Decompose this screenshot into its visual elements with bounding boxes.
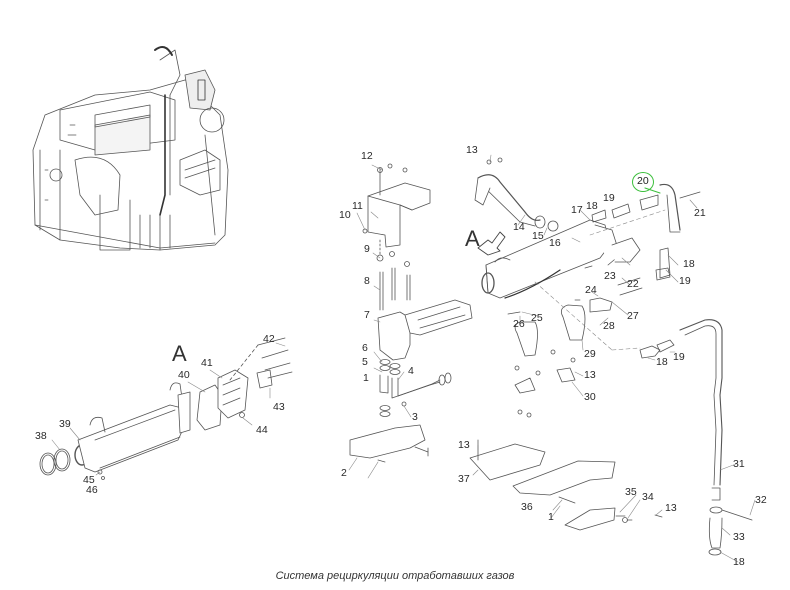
callout-11[interactable]: 11 (352, 200, 363, 212)
callout-13-clamp[interactable]: 13 (584, 369, 596, 381)
callout-18-right[interactable]: 18 (683, 258, 695, 270)
view-a-arrow (478, 232, 505, 255)
callout-27[interactable]: 27 (627, 310, 639, 322)
callout-14[interactable]: 14 (513, 221, 525, 233)
callout-37[interactable]: 37 (458, 473, 470, 485)
callout-1-plate[interactable]: 1 (548, 511, 554, 523)
callout-43[interactable]: 43 (273, 401, 285, 413)
callout-20[interactable]: 20 (637, 175, 649, 187)
callout-44[interactable]: 44 (256, 424, 268, 436)
callout-13-top[interactable]: 13 (466, 144, 478, 156)
callout-8[interactable]: 8 (364, 275, 370, 287)
callout-1[interactable]: 1 (363, 372, 369, 384)
main-cooler (475, 158, 700, 314)
callout-29[interactable]: 29 (584, 348, 596, 360)
engine-overview (33, 47, 228, 250)
callout-31[interactable]: 31 (733, 458, 745, 470)
callout-35[interactable]: 35 (625, 486, 637, 498)
callout-13-right[interactable]: 13 (665, 502, 677, 514)
callout-26[interactable]: 26 (513, 318, 525, 330)
clamps (515, 305, 585, 417)
callout-36[interactable]: 36 (521, 501, 533, 513)
callout-34[interactable]: 34 (642, 491, 654, 503)
callout-46[interactable]: 46 (86, 484, 98, 496)
callout-7[interactable]: 7 (364, 309, 370, 321)
callout-5[interactable]: 5 (362, 356, 368, 368)
callout-12[interactable]: 12 (361, 150, 373, 162)
callout-15[interactable]: 15 (532, 230, 544, 242)
callout-18-top[interactable]: 18 (586, 200, 598, 212)
callout-28[interactable]: 28 (603, 320, 615, 332)
callout-32[interactable]: 32 (755, 494, 767, 506)
callout-2[interactable]: 2 (341, 467, 347, 479)
callout-38[interactable]: 38 (35, 430, 47, 442)
return-pipe (640, 320, 752, 555)
callout-22[interactable]: 22 (627, 278, 639, 290)
diagram-caption: Система рециркуляции отработавших газов (275, 570, 515, 582)
callout-18-mid[interactable]: 18 (656, 356, 668, 368)
callout-19-top[interactable]: 19 (603, 192, 615, 204)
callout-18-bottom[interactable]: 18 (733, 556, 745, 568)
cover-plates (470, 440, 662, 530)
manifold-assembly (350, 300, 472, 462)
callout-6[interactable]: 6 (362, 342, 368, 354)
view-a-marker-detail: A (172, 341, 187, 366)
highlight-ring (632, 172, 654, 192)
callout-16[interactable]: 16 (549, 237, 561, 249)
callout-30[interactable]: 30 (584, 391, 596, 403)
callout-3[interactable]: 3 (412, 411, 418, 423)
callout-4[interactable]: 4 (408, 365, 414, 377)
callout-40[interactable]: 40 (178, 369, 190, 381)
projection-lines (535, 210, 665, 350)
callout-17[interactable]: 17 (571, 204, 583, 216)
callout-19-mid[interactable]: 19 (673, 351, 685, 363)
callout-41[interactable]: 41 (201, 357, 213, 369)
callout-33[interactable]: 33 (733, 531, 745, 543)
callout-9[interactable]: 9 (364, 243, 370, 255)
view-a-marker-main: A (465, 226, 480, 251)
leader-lines (52, 155, 755, 562)
callout-13-plate[interactable]: 13 (458, 439, 470, 451)
callout-23[interactable]: 23 (604, 270, 616, 282)
callout-24[interactable]: 24 (585, 284, 597, 296)
bracket-assembly (363, 164, 430, 310)
callout-45[interactable]: 45 (83, 474, 95, 486)
callout-25[interactable]: 25 (531, 312, 543, 324)
callout-21[interactable]: 21 (694, 207, 706, 219)
callout-10[interactable]: 10 (339, 209, 351, 221)
callout-19-right[interactable]: 19 (679, 275, 691, 287)
detail-a-cooler (40, 338, 292, 480)
callout-39[interactable]: 39 (59, 418, 71, 430)
callout-42[interactable]: 42 (263, 333, 275, 345)
